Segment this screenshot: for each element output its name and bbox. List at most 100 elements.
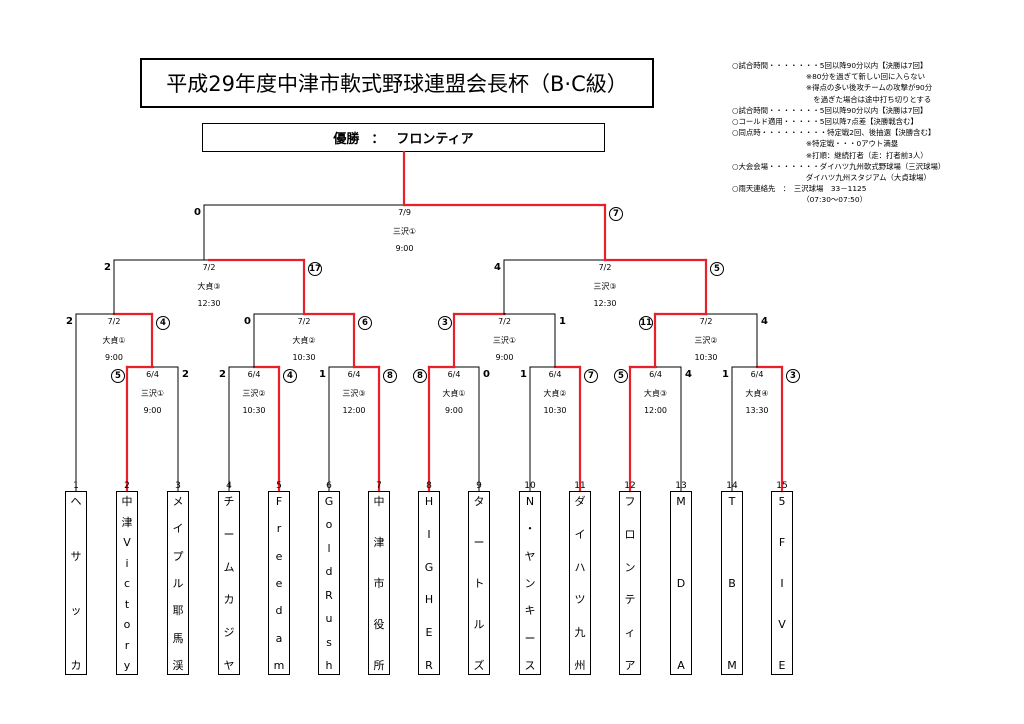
team-name-char: E [425,626,433,640]
team-name-char: ト [473,577,485,590]
match-venue: 大貞② [543,389,567,398]
team-name-char: a [275,631,283,645]
team-name-char: 中 [373,495,385,508]
team-name-char: 中 [121,495,133,508]
team-number: 15 [776,481,788,491]
team-name-char: ヘ [70,495,82,508]
match-venue: 大貞② [292,336,316,345]
match-date: 7/2 [297,317,311,326]
match-time: 9:00 [395,244,414,253]
match-score-right: 17 [308,262,322,276]
team-name-char: ィ [624,626,636,640]
note-line: ○コールド適用・・・・・5回以降7点差【決勝戦含む】 [732,117,918,127]
match-time: 12:00 [643,406,668,415]
team-box: メイプル耶馬渓 [167,491,189,675]
team-number: 10 [524,481,536,491]
team-number: 5 [276,481,282,491]
team-name-char: T [728,495,736,508]
team-name-char: フ [624,495,636,508]
match-date: 7/2 [699,317,713,326]
rules-notes: ○試合時間・・・・・・・5回以降90分以内【決勝は7回】 ※80分を過ぎて新しい… [732,60,1018,206]
match-date: 6/4 [750,370,764,379]
team-name-char: B [728,577,736,590]
team-name-char: ヤ [524,549,536,563]
team-name-char: ル [473,618,485,631]
team-name-char: ロ [624,527,636,541]
team-number: 12 [624,481,636,491]
team-name-char: F [778,536,786,549]
match-score-left: 0 [194,207,201,218]
team-name-char: 市 [373,577,385,590]
team-name-char: ヤ [223,658,235,672]
winner-label: 優勝 [333,132,360,147]
match-time: 12:30 [593,299,617,308]
team-name-char: d [325,565,333,579]
team-name-char: y [123,659,131,672]
team-name-char: s [326,635,332,649]
team-name-char: R [325,588,333,602]
team-name-char: タ [473,495,485,508]
team-name-char: N [525,495,535,508]
match-time: 10:30 [694,353,718,362]
note-line: ※得点の多い後攻チームの攻撃が90分 [732,83,933,93]
match-score-right: 4 [156,316,170,330]
team-name-char: 渓 [172,658,184,672]
team-name-char: E [778,659,786,672]
note-line: ※80分を過ぎて新しい回に入らない [732,72,925,82]
team-name-char: サ [70,549,82,563]
team-number: 9 [476,481,482,491]
note-line: ○雨天連絡先 ： 三沢球場 33－1125 [732,184,867,194]
match-time: 12:30 [197,299,221,308]
match-score-left: 1 [520,369,527,380]
team-name-char: ン [524,576,536,590]
team-name-char: D [676,577,686,590]
team-name-char: ン [624,560,636,574]
match-score-left: 11 [639,316,653,330]
team-name-char: ー [524,631,536,645]
match-score-left: 1 [319,369,326,380]
team-name-char: ー [223,527,235,541]
match-venue: 大貞③ [197,282,221,291]
note-line: ○試合時間・・・・・・・5回以降90分以内【決勝は7回】 [732,105,928,115]
match-venue: 三沢② [694,336,718,345]
team-box: ダイハツ九州 [569,491,591,675]
team-name-char: H [424,593,434,607]
winner-separator: ： [371,132,385,147]
match-score-right: 2 [182,369,189,380]
team-name-char: t [124,597,130,611]
match-score-left: 4 [494,262,501,273]
team-name-char: l [327,541,331,555]
team-name-char: ル [172,576,184,590]
team-name-char: プ [172,549,184,563]
match-venue: 三沢② [242,389,266,398]
team-name-char: ツ [574,593,586,607]
match-score-right: 4 [283,369,297,383]
note-line: ※特定戦・・・0アウト満塁 [732,139,899,149]
team-name-char: 耶 [172,604,184,618]
match-date: 7/2 [598,263,612,272]
match-time: 12:00 [342,406,366,415]
team-name-char: 役 [373,618,385,631]
team-name-char: ダ [574,495,586,508]
note-line: を過ぎた場合は途中打ち切りとする [732,94,932,104]
match-venue: 大貞④ [745,389,769,398]
team-name-char: イ [574,527,586,541]
match-date: 6/4 [447,370,461,379]
team-name-char: r [124,638,130,652]
note-line: ○試合時間・・・・・・・5回以降90分以内【決勝は7回】 [732,61,928,70]
team-name-char: 州 [574,658,586,672]
match-score-left: 1 [722,369,729,380]
match-date: 6/4 [548,370,562,379]
team-name-char: c [123,577,131,590]
match-score-right: 4 [761,316,768,327]
team-number: 1 [73,481,79,491]
match-time: 10:30 [242,406,266,415]
team-box: チームカジヤ [218,491,240,675]
team-name-char: テ [624,593,636,607]
match-date: 6/4 [247,370,261,379]
team-name-char: H [424,495,434,508]
